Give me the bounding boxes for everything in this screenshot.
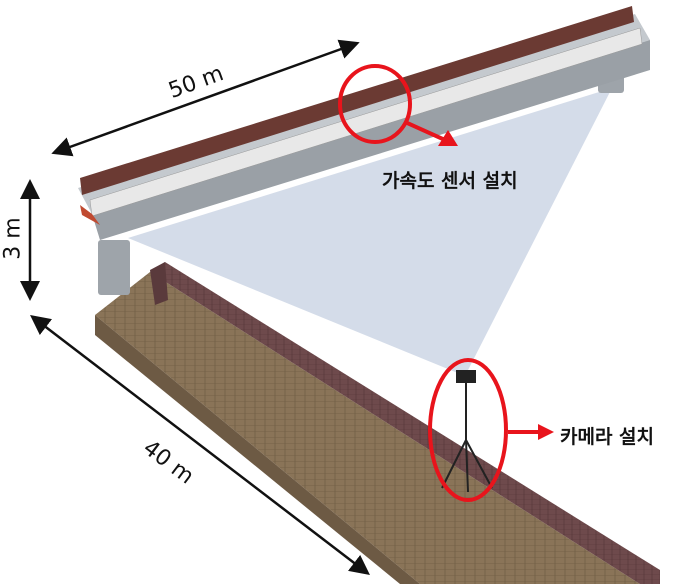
camera-highlight-circle xyxy=(428,358,508,502)
camera-note: 카메라 설치 xyxy=(560,426,655,448)
sensor-highlight-circle xyxy=(338,64,412,144)
bridge-railing xyxy=(89,27,643,217)
left-pier xyxy=(98,240,130,295)
sensor-pointer-arrow xyxy=(404,120,446,142)
sensor-note: 가속도 센서 설치 xyxy=(382,170,518,192)
distance-arrow xyxy=(30,314,370,576)
bridge-height-label: 3 m xyxy=(0,217,26,260)
sensor-arrowhead-icon xyxy=(438,130,458,146)
bridge-length-arrow xyxy=(51,39,360,157)
camera-arrowhead-icon xyxy=(538,424,554,440)
wall-top xyxy=(150,262,168,305)
camera-field-of-view xyxy=(128,88,612,376)
bridge-deck-red xyxy=(80,205,100,225)
camera-tripod-icon xyxy=(441,370,493,493)
